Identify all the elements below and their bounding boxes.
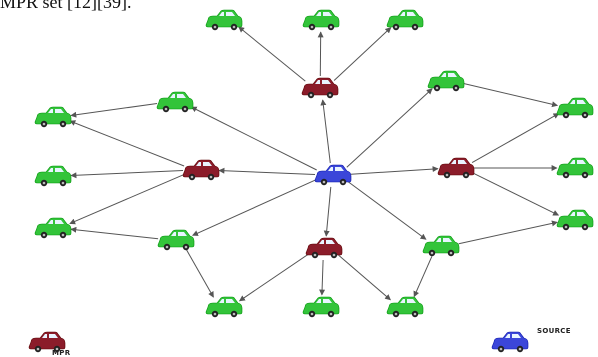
cars-layer bbox=[28, 9, 594, 353]
link-arrow-source-to-mpr-top bbox=[320, 99, 331, 164]
link-arrow-mpr-top-to-n-top-3 bbox=[333, 27, 392, 81]
neighbor-car-icon-n-left-2 bbox=[34, 165, 72, 187]
neighbor-car-icon-n-lower-right bbox=[422, 235, 460, 257]
neighbor-car-icon-n-top-3 bbox=[386, 9, 424, 31]
neighbor-car-icon-n-bottom-1 bbox=[205, 296, 243, 318]
link-arrow-n-lower-left-to-n-bottom-1 bbox=[186, 249, 214, 298]
link-arrow-source-to-n-lower-left bbox=[192, 179, 317, 236]
legend-mpr-label: MPR bbox=[52, 349, 71, 357]
link-arrow-mpr-left-to-n-left-3 bbox=[69, 173, 185, 225]
legend-source-label: SOURCE bbox=[537, 327, 571, 335]
neighbor-car-icon-n-top-1 bbox=[205, 9, 243, 31]
link-arrow-n-lower-right-to-n-bottom-3 bbox=[413, 256, 433, 298]
neighbor-car-icon-n-right-2 bbox=[556, 157, 594, 179]
figure-caption: MPR set [12][39]. bbox=[0, 0, 132, 12]
link-arrow-mpr-bottom-to-n-bottom-1 bbox=[239, 253, 309, 302]
neighbor-car-icon-n-right-3 bbox=[556, 209, 594, 231]
links-layer bbox=[69, 26, 560, 302]
neighbor-car-icon-n-lower-left bbox=[157, 229, 195, 251]
mpr-car-icon-mpr-bottom bbox=[305, 237, 343, 259]
mpr-car-icon-mpr-left bbox=[182, 159, 220, 181]
neighbor-car-icon-n-bottom-3 bbox=[386, 296, 424, 318]
link-arrow-mpr-bottom-to-n-bottom-3 bbox=[338, 254, 391, 301]
link-arrow-mpr-right-to-n-right-3 bbox=[472, 172, 560, 216]
link-arrow-source-to-n-lower-right bbox=[347, 181, 427, 240]
link-arrow-mpr-left-to-n-left-2 bbox=[70, 170, 184, 179]
link-arrow-mpr-bottom-to-n-bottom-2 bbox=[319, 259, 326, 296]
mpr-car-icon-legend-mpr bbox=[28, 331, 66, 353]
link-arrow-mpr-left-to-n-left-1 bbox=[69, 120, 185, 167]
neighbor-car-icon-n-left-3 bbox=[34, 217, 72, 239]
link-arrow-n-lower-right-to-n-right-3 bbox=[458, 220, 558, 245]
link-arrow-mpr-top-to-n-top-1 bbox=[238, 26, 306, 82]
link-arrow-source-to-mpr-bottom bbox=[323, 186, 332, 237]
mpr-car-icon-mpr-top bbox=[301, 77, 339, 99]
link-arrow-n-upper-left-to-n-left-1 bbox=[70, 103, 158, 118]
neighbor-car-icon-n-upper-left bbox=[156, 91, 194, 113]
source-car-icon-legend-source bbox=[491, 331, 529, 353]
link-arrow-source-to-mpr-right bbox=[350, 166, 439, 175]
neighbor-car-icon-n-upper-right bbox=[427, 70, 465, 92]
neighbor-car-icon-n-bottom-2 bbox=[302, 296, 340, 318]
neighbor-car-icon-n-left-1 bbox=[34, 106, 72, 128]
source-car-icon-source bbox=[314, 164, 352, 186]
link-arrow-source-to-n-upper-left bbox=[190, 106, 317, 171]
link-arrow-n-upper-right-to-n-right-1 bbox=[463, 83, 558, 108]
neighbor-car-icon-n-top-2 bbox=[302, 9, 340, 31]
link-arrow-mpr-right-to-n-right-1 bbox=[471, 112, 560, 164]
link-arrow-n-lower-left-to-n-left-3 bbox=[70, 226, 159, 240]
link-arrow-source-to-n-upper-right bbox=[346, 88, 433, 168]
link-arrow-source-to-mpr-left bbox=[218, 167, 316, 175]
neighbor-car-icon-n-right-1 bbox=[556, 97, 594, 119]
mpr-car-icon-mpr-right bbox=[437, 157, 475, 179]
